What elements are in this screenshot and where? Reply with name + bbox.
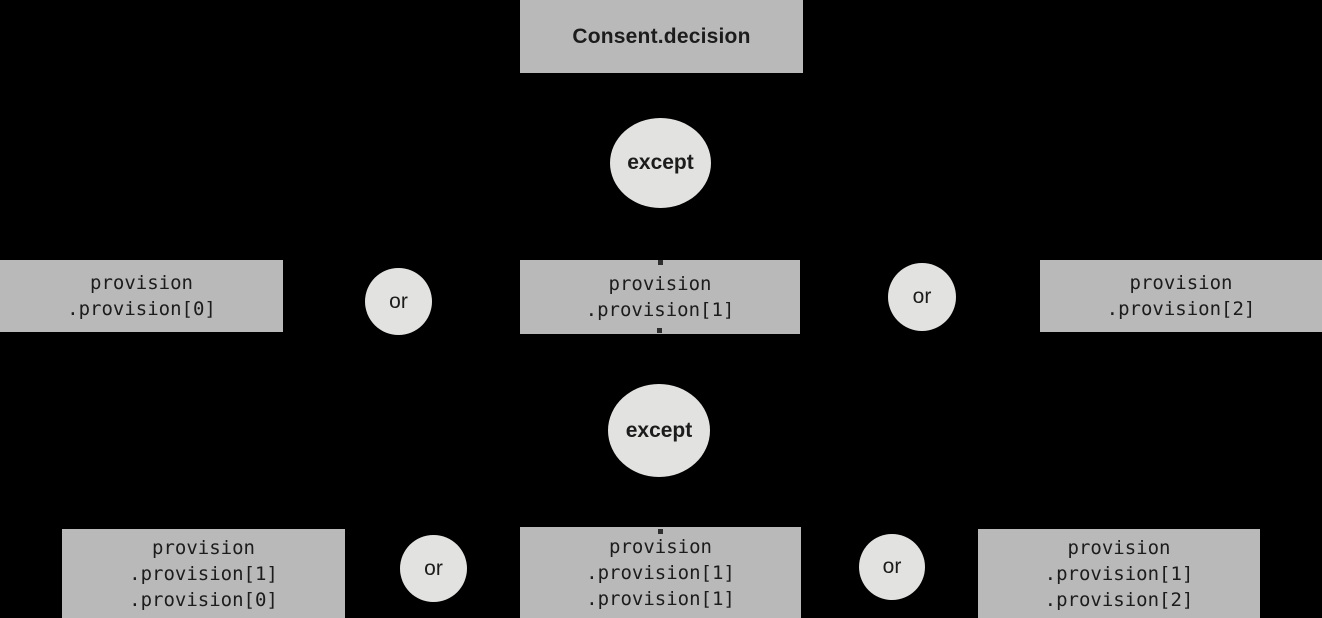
node-provision-2: provision .provision[2] [1040, 260, 1322, 332]
node-line: .provision[0] [129, 589, 278, 611]
consent-decision-label: Consent.decision [572, 24, 751, 48]
node-provision-1-0: provision .provision[1] .provision[0] [62, 529, 345, 618]
arrowhead-dot-icon [658, 529, 663, 534]
node-provision-1-1: provision .provision[1] .provision[1] [520, 527, 801, 618]
except-operator-top: except [610, 118, 711, 208]
node-line: provision [90, 272, 193, 294]
or-operator-1: or [365, 268, 432, 335]
except-label: except [627, 151, 694, 174]
node-line: .provision[1] [1044, 563, 1194, 585]
node-provision-0: provision .provision[0] [0, 260, 283, 332]
node-line: provision [152, 537, 255, 559]
node-line: .provision[1] [129, 563, 278, 585]
node-line: provision [1067, 537, 1171, 559]
node-line: .provision[1] [586, 561, 735, 584]
arrowhead-dot-icon [658, 260, 663, 265]
node-line: .provision[2] [1044, 589, 1194, 611]
or-label: or [912, 285, 932, 308]
node-line: .provision[2] [1106, 298, 1256, 320]
node-line: provision [1129, 272, 1233, 294]
node-line: .provision[1] [585, 299, 735, 321]
or-operator-2: or [888, 263, 956, 331]
node-line: provision [608, 273, 712, 295]
node-provision-1-2: provision .provision[1] .provision[2] [978, 529, 1260, 618]
or-operator-3: or [400, 535, 467, 602]
node-line: provision [609, 535, 712, 558]
node-consent-decision: Consent.decision [520, 0, 803, 73]
node-provision-1: provision .provision[1] [520, 260, 800, 334]
except-label: except [625, 418, 693, 442]
or-operator-4: or [859, 534, 925, 600]
except-operator-bottom: except [608, 384, 710, 477]
arrowhead-dot-icon [657, 328, 662, 333]
or-label: or [882, 555, 902, 578]
or-label: or [389, 289, 408, 313]
node-line: .provision[0] [67, 298, 216, 320]
or-label: or [424, 556, 443, 580]
node-line: .provision[1] [586, 587, 735, 610]
